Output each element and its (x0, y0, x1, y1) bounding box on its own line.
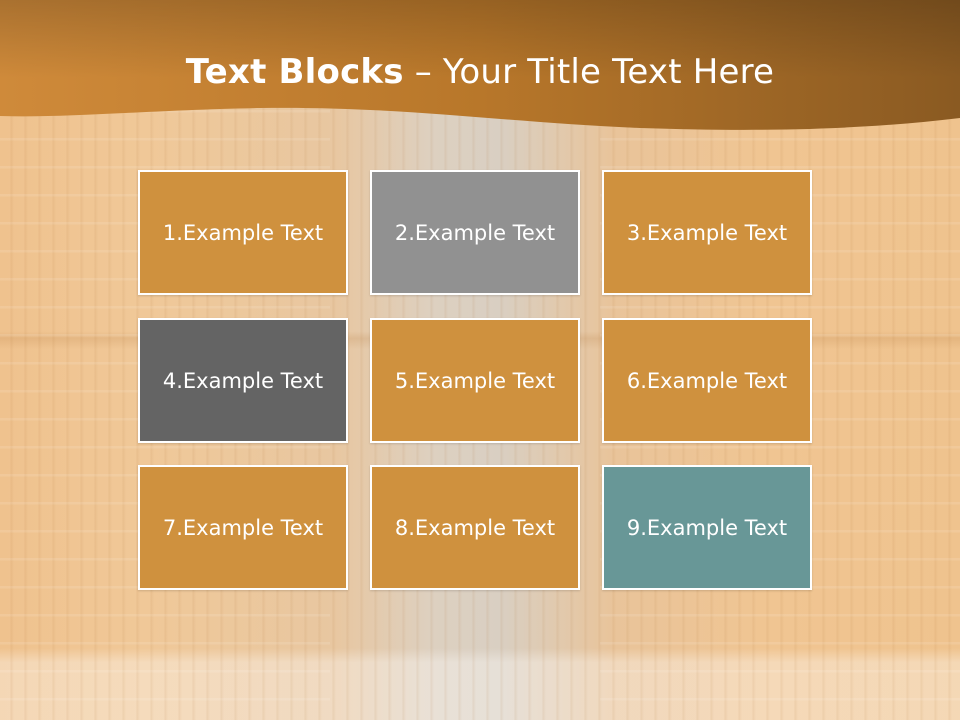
text-block-label: 3.Example Text (626, 220, 788, 245)
text-block-4[interactable]: 4.Example Text (138, 318, 348, 443)
slide-title: Text Blocks – Your Title Text Here (0, 52, 960, 92)
text-block-label: 1.Example Text (162, 220, 324, 245)
title-rest: Your Title Text Here (442, 52, 775, 92)
text-block-5[interactable]: 5.Example Text (370, 318, 580, 443)
text-block-label: 4.Example Text (162, 368, 324, 393)
title-bold: Text Blocks (185, 52, 404, 92)
text-block-9[interactable]: 9.Example Text (602, 465, 812, 590)
header-band (0, 0, 960, 130)
text-block-label: 9.Example Text (626, 515, 788, 540)
text-block-6[interactable]: 6.Example Text (602, 318, 812, 443)
text-block-label: 7.Example Text (162, 515, 324, 540)
text-block-grid: 1.Example Text 2.Example Text 3.Example … (138, 170, 816, 594)
text-block-7[interactable]: 7.Example Text (138, 465, 348, 590)
text-block-label: 6.Example Text (626, 368, 788, 393)
text-block-3[interactable]: 3.Example Text (602, 170, 812, 295)
text-block-label: 5.Example Text (394, 368, 556, 393)
text-block-8[interactable]: 8.Example Text (370, 465, 580, 590)
text-block-label: 2.Example Text (394, 220, 556, 245)
text-block-label: 8.Example Text (394, 515, 556, 540)
text-block-2[interactable]: 2.Example Text (370, 170, 580, 295)
title-dash: – (403, 52, 443, 92)
text-block-1[interactable]: 1.Example Text (138, 170, 348, 295)
